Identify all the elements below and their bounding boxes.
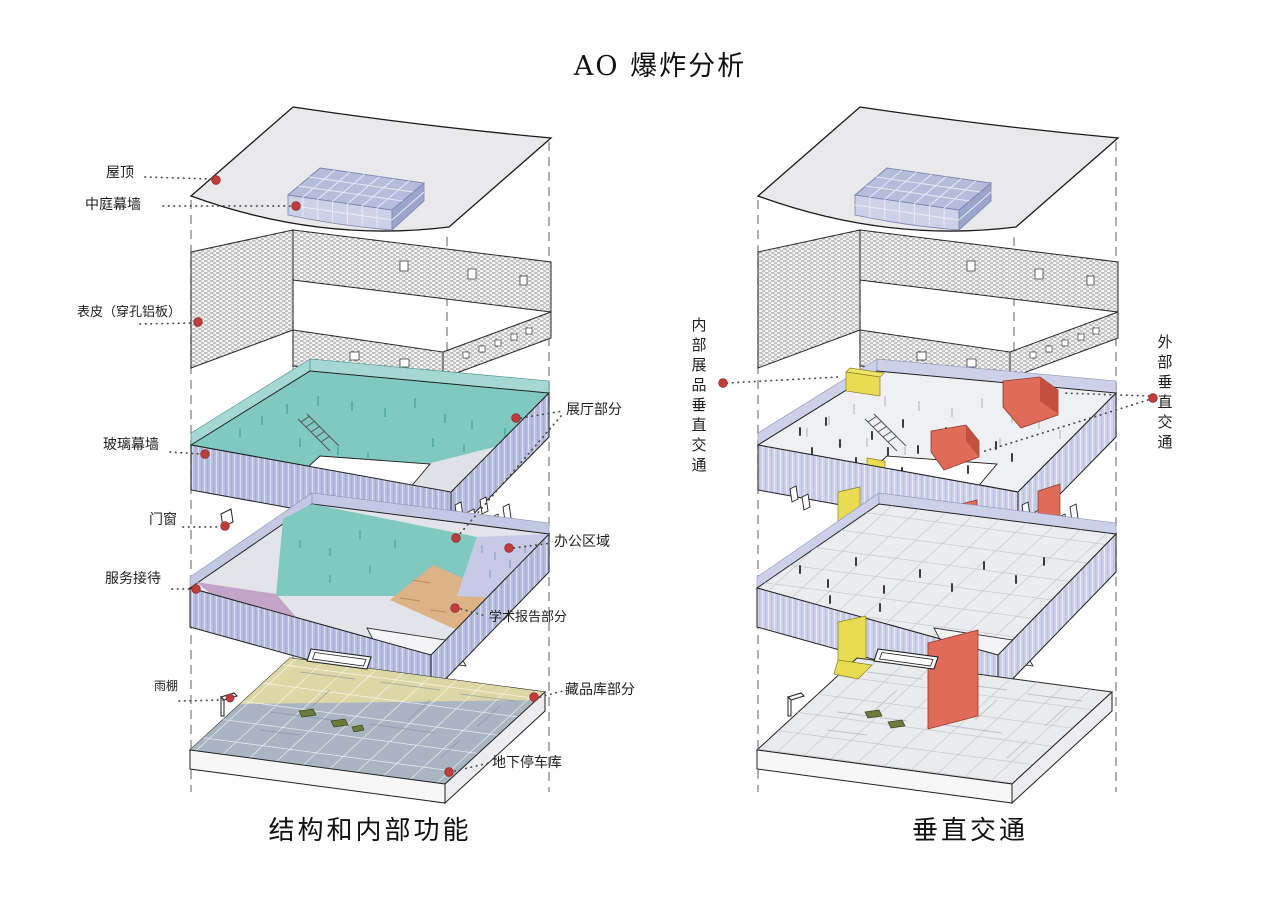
label-skin-perforated-aluminum: 表皮（穿孔铝板） bbox=[77, 305, 182, 320]
right-roof-layer bbox=[757, 106, 1119, 232]
label-underground-parking: 地下停车库 bbox=[492, 755, 562, 771]
right-leader-lines bbox=[726, 376, 1150, 453]
left-roof-layer bbox=[190, 106, 552, 232]
label-collection-storage: 藏品库部分 bbox=[565, 682, 635, 698]
left-basement-layer bbox=[188, 648, 547, 805]
cars bbox=[298, 708, 365, 733]
right-basement-layer bbox=[755, 629, 1114, 805]
left-diagram-caption: 结构和内部功能 bbox=[268, 816, 472, 846]
right-marker-dots bbox=[718, 378, 1158, 403]
people-figures bbox=[799, 557, 1045, 612]
label-office-area: 办公区域 bbox=[554, 534, 610, 550]
label-internal-exhibit-vertical-circulation: 内部展品垂直交通 bbox=[689, 317, 708, 477]
label-doors-windows: 门窗 bbox=[149, 512, 177, 528]
right-skin-layer bbox=[757, 229, 1119, 379]
left-second-floor bbox=[188, 492, 551, 696]
right-diagram-caption: 垂直交通 bbox=[911, 816, 1028, 846]
label-rain-canopy: 雨棚 bbox=[154, 679, 179, 693]
label-service-reception: 服务接待 bbox=[105, 571, 161, 587]
label-exhibition-hall: 展厅部分 bbox=[566, 402, 622, 418]
left-marker-dots bbox=[191, 175, 539, 777]
label-lecture-hall: 学术报告部分 bbox=[489, 610, 568, 625]
label-roof: 屋顶 bbox=[106, 165, 134, 181]
label-atrium-curtain-wall: 中庭幕墙 bbox=[85, 197, 141, 213]
left-skin-layer bbox=[190, 229, 552, 379]
label-glass-curtain-wall: 玻璃幕墙 bbox=[103, 437, 159, 453]
left-leader-lines bbox=[139, 176, 564, 772]
label-external-vertical-circulation: 外部垂直交通 bbox=[1155, 334, 1174, 454]
page-title: AO 爆炸分析 bbox=[573, 51, 747, 82]
cars bbox=[864, 709, 906, 729]
